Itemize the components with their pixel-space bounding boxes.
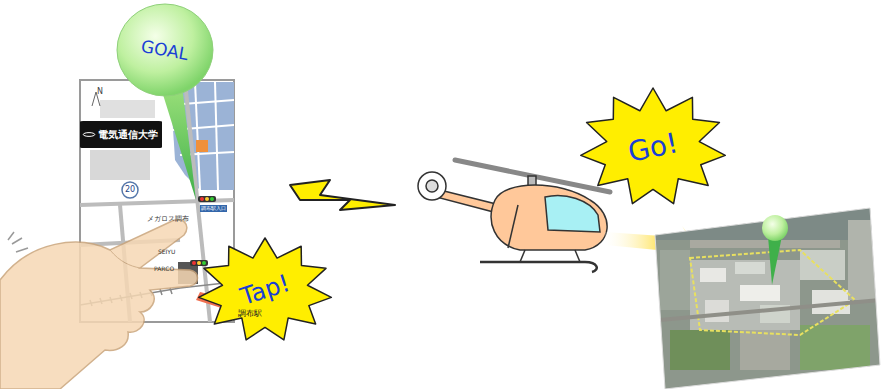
route-number: 20: [125, 186, 135, 194]
place-label: 調布駅入口: [200, 205, 227, 212]
place-label: メガロス調布: [147, 216, 189, 223]
university-label: 電気通信大学: [80, 121, 162, 148]
helicopter: [418, 160, 610, 272]
tap-starburst: Tap!: [198, 238, 332, 342]
node-text: Go!: [625, 126, 681, 169]
node-text: 電気通信大学: [98, 128, 158, 142]
lightning-bolt: [290, 180, 395, 210]
north-arrow-label: N: [97, 88, 103, 96]
traffic-light: [190, 260, 208, 266]
goal-pin: [762, 215, 788, 285]
station-label: 調布駅: [238, 310, 262, 318]
node-text: GOAL: [140, 36, 190, 64]
goal-balloon: GOAL: [117, 4, 213, 96]
hand: [0, 220, 198, 389]
traffic-light: [198, 196, 216, 202]
place-label: SEIYU: [158, 249, 175, 255]
aerial-photo: [650, 200, 881, 389]
place-label: PARCO: [154, 266, 174, 272]
balloon-tail: [160, 85, 196, 200]
go-starburst: Go!: [580, 88, 726, 206]
